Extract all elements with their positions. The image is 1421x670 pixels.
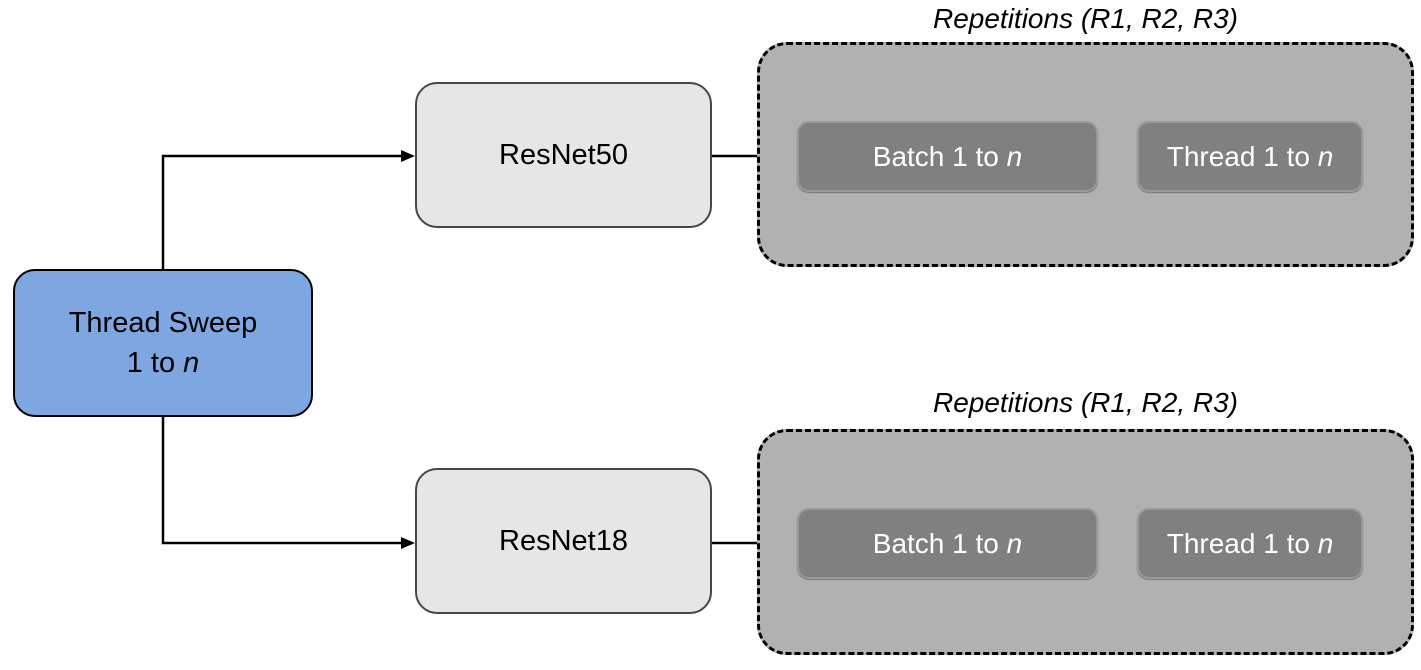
step-label-var: n	[1006, 527, 1023, 559]
node-batch-resnet18: Batch 1 to n	[797, 508, 1098, 579]
node-thread-resnet50: Thread 1 to n	[1137, 121, 1363, 192]
node-thread-sweep-line1: Thread Sweep	[68, 306, 258, 339]
node-batch-resnet50: Batch 1 to n	[797, 121, 1098, 192]
step-label-var: n	[1317, 140, 1334, 172]
step-label-prefix: Batch 1 to	[872, 527, 1007, 559]
arrow-root-to-resnet50	[161, 150, 415, 269]
group-title-repetitions-top: Repetitions (R1, R2, R3)	[932, 3, 1238, 34]
node-resnet50-label: ResNet50	[499, 138, 628, 171]
node-resnet18: ResNet18	[415, 468, 712, 614]
node-thread-resnet18-label: Thread 1 to n	[1167, 528, 1334, 560]
step-label-prefix: Thread 1 to	[1166, 527, 1318, 559]
step-label-prefix: Thread 1 to	[1166, 140, 1318, 172]
node-batch-resnet18-label: Batch 1 to n	[873, 528, 1022, 560]
node-thread-sweep-line2-prefix: 1 to	[126, 347, 184, 379]
node-batch-resnet50-label: Batch 1 to n	[873, 141, 1022, 173]
node-thread-resnet50-label: Thread 1 to n	[1167, 141, 1334, 173]
node-thread-sweep-line2-var: n	[183, 347, 200, 379]
node-thread-sweep: Thread Sweep 1 to n	[13, 269, 313, 417]
step-label-var: n	[1317, 527, 1334, 559]
step-label-prefix: Batch 1 to	[872, 140, 1007, 172]
node-resnet50: ResNet50	[415, 82, 712, 228]
node-thread-sweep-label: Thread Sweep 1 to n	[69, 303, 258, 383]
arrow-root-to-resnet18	[161, 417, 415, 549]
step-label-var: n	[1006, 140, 1023, 172]
node-resnet18-label: ResNet18	[499, 524, 628, 557]
group-title-repetitions-bottom: Repetitions (R1, R2, R3)	[932, 387, 1238, 418]
node-thread-resnet18: Thread 1 to n	[1137, 508, 1363, 579]
